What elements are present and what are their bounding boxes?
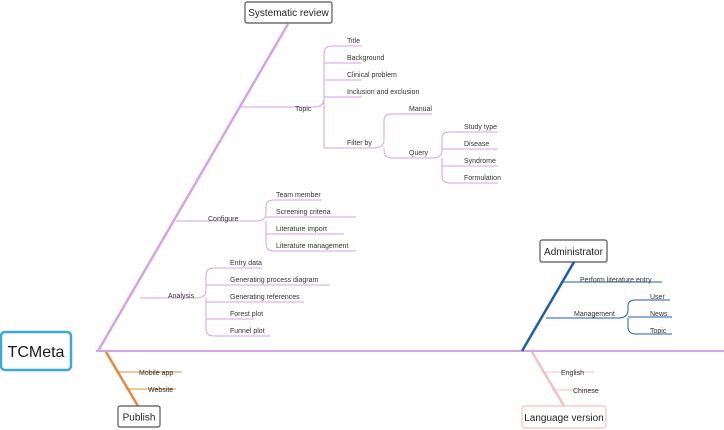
analysis-item-entry-data: Entry data <box>230 260 262 267</box>
language-branch <box>530 351 596 407</box>
root-box[interactable] <box>0 330 73 372</box>
analysis-bracket <box>195 267 330 337</box>
language-label: Language version <box>524 413 604 424</box>
analysis-item-forest-plot: Forest plot <box>230 311 263 318</box>
administrator-box[interactable] <box>539 239 608 263</box>
administrator-bone <box>520 261 576 352</box>
filter-by-bracket <box>373 113 432 159</box>
language-box[interactable] <box>521 405 607 429</box>
topic-item-background: Background <box>347 55 384 62</box>
configure-item-screening-criteria: Screening criteria <box>276 209 331 216</box>
configure-bracket <box>255 199 356 252</box>
publish-item-website: Website <box>148 387 173 394</box>
management-item-user: User <box>650 294 665 301</box>
management-label: Management <box>574 311 615 318</box>
query-item-disease: Disease <box>464 141 489 148</box>
administrator-label: Administrator <box>544 247 604 258</box>
topic-item-inclusion-exclusion: Inclusion and exclusion <box>347 89 419 96</box>
query-item-study-type: Study type <box>464 124 497 131</box>
publish-branch <box>104 351 182 407</box>
language-item-chinese: Chinese <box>573 388 599 395</box>
publish-item-mobile-app: Mobile app <box>139 370 173 377</box>
publish-label: Publish <box>123 413 156 424</box>
analysis-item-funnel-plot: Funnel plot <box>230 328 265 335</box>
query-label: Query <box>409 150 429 157</box>
configure-item-literature-import: Literature import <box>276 226 327 233</box>
management-item-topic: Topic <box>650 328 667 335</box>
topic-label: Topic <box>295 106 312 113</box>
query-bracket <box>431 131 498 184</box>
management-item-news: News <box>650 311 668 318</box>
filter-manual-label: Manual <box>409 106 432 113</box>
systematic-review-bone <box>96 23 290 352</box>
publish-box[interactable] <box>117 405 161 428</box>
filter-by-label: Filter by <box>347 140 372 147</box>
root-label: TCMeta <box>8 344 65 361</box>
systematic-review-box[interactable] <box>244 1 333 24</box>
configure-label: Configure <box>208 216 238 223</box>
systematic-review-label: Systematic review <box>248 8 329 19</box>
topic-item-title: Title <box>347 38 360 45</box>
query-item-syndrome: Syndrome <box>464 158 496 165</box>
perform-entry-label: Perform literature entry <box>580 277 652 284</box>
publish-bone <box>104 351 140 407</box>
language-bone <box>530 351 566 407</box>
analysis-item-process-diagram: Generating process diagram <box>230 277 318 284</box>
configure-item-team-member: Team member <box>276 192 321 199</box>
query-item-formulation: Formulation <box>464 175 501 182</box>
analysis-item-references: Generating references <box>230 294 300 301</box>
administrator-branch <box>520 261 672 352</box>
management-bracket <box>617 299 672 335</box>
topic-item-clinical-problem: Clinical problem <box>347 72 397 79</box>
configure-item-literature-management: Literature management <box>276 243 348 250</box>
analysis-label: Analysis <box>168 293 195 300</box>
language-item-english: English <box>561 370 584 377</box>
systematic-review-branch <box>96 23 498 352</box>
